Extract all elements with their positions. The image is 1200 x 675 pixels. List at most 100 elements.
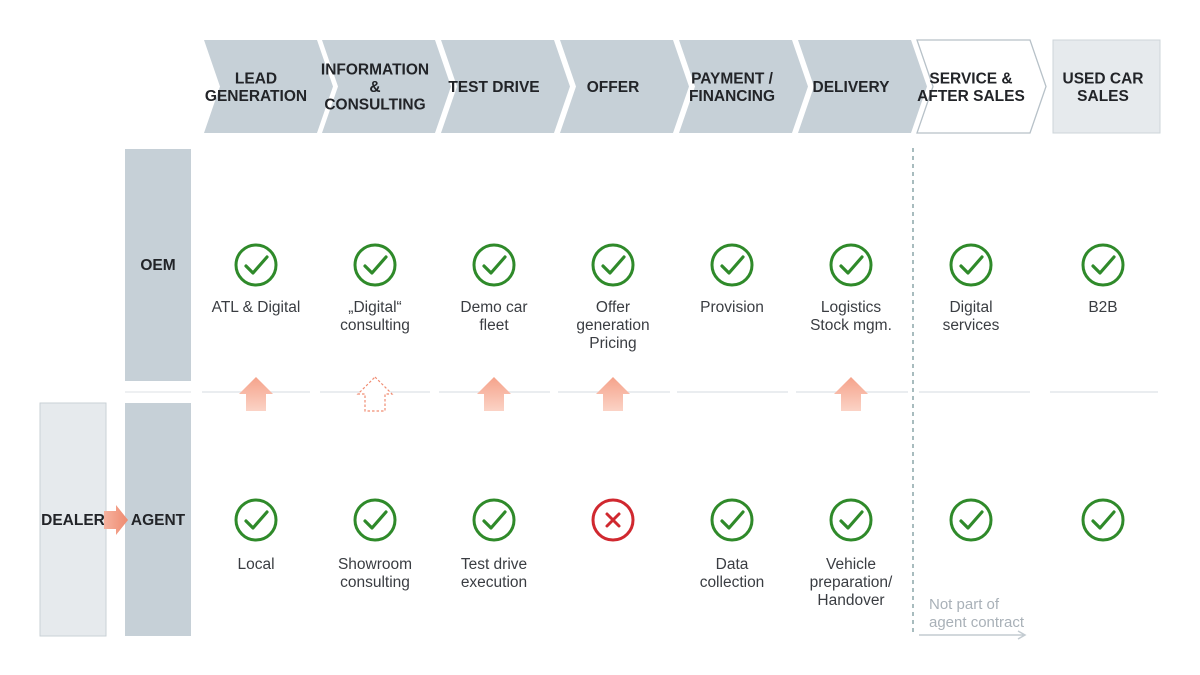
dealer-to-agent-arrow (104, 505, 128, 535)
row-label-agent: AGENT (131, 512, 186, 529)
stage-info: INFORMATION&CONSULTING (321, 40, 451, 133)
transfer-arrows (239, 376, 868, 412)
check-mark-icon (601, 255, 626, 275)
stage-shape (204, 40, 333, 133)
check-mark-icon (839, 510, 864, 530)
stage-title-offer: OFFER (587, 79, 640, 96)
stage-shape (679, 40, 808, 133)
oem-cell-label: Offer (596, 299, 630, 316)
transfer-arrow (239, 377, 273, 411)
agent-cell-label: Local (237, 556, 274, 573)
transfer-arrow (834, 377, 868, 411)
stage-title-service: AFTER SALES (917, 88, 1025, 105)
check-mark-icon (363, 510, 388, 530)
check-circle-icon (710, 243, 754, 287)
stage-shape (1052, 39, 1161, 134)
oem-cell-label: generation (576, 317, 649, 334)
agent-cell-label: execution (461, 574, 527, 591)
oem-cell-label: Logistics (821, 299, 882, 316)
agent-cell-label: Showroom (338, 556, 412, 573)
transfer-arrow-outline (356, 376, 394, 412)
check-circle-icon (234, 243, 278, 287)
check-mark-icon (482, 510, 507, 530)
stage-title-payment: FINANCING (689, 88, 775, 105)
stage-title-payment: PAYMENT / (691, 70, 774, 87)
check-circle-icon (949, 243, 993, 287)
oem-cell-label: Demo car (460, 299, 527, 316)
check-mark-icon (1091, 255, 1116, 275)
agent-cell-offer (591, 498, 635, 542)
agent-cell-label: consulting (340, 574, 410, 591)
stage-shape (441, 40, 570, 133)
cross-circle-icon (591, 498, 635, 542)
check-circle-icon (472, 498, 516, 542)
check-circle-icon (353, 498, 397, 542)
check-mark-icon (959, 255, 984, 275)
row-label-dealer: DEALER (41, 512, 105, 529)
stage-offer: OFFER (560, 40, 689, 133)
check-mark-icon (959, 510, 984, 530)
oem-cell-label: B2B (1088, 299, 1117, 316)
agent-cell-label: preparation/ (810, 574, 893, 591)
oem-cell-info: „Digital“consulting (340, 243, 410, 334)
check-circle-icon (710, 498, 754, 542)
agent-row-box (125, 403, 191, 636)
check-circle-icon (829, 243, 873, 287)
oem-cell-label: services (943, 317, 1000, 334)
agent-cell-label: Test drive (461, 556, 527, 573)
check-mark-icon (244, 255, 269, 275)
note-line-2: agent contract (929, 614, 1025, 631)
check-mark-icon (363, 255, 388, 275)
stage-title-lead: LEAD (235, 70, 277, 87)
check-circle-icon (353, 243, 397, 287)
stage-title-info: CONSULTING (324, 97, 425, 114)
check-circle-icon (1081, 498, 1125, 542)
stage-header-row: LEADGENERATIONINFORMATION&CONSULTINGTEST… (204, 39, 1161, 134)
oem-cell-label: Digital (949, 299, 992, 316)
check-mark-icon (839, 255, 864, 275)
check-circle-icon (1081, 243, 1125, 287)
stage-title-delivery: DELIVERY (813, 79, 891, 96)
agent-cell-lead: Local (234, 498, 278, 573)
dealer-row-box (39, 402, 107, 637)
stage-title-service: SERVICE & (929, 70, 1012, 87)
oem-cell-label: Provision (700, 299, 764, 316)
stage-title-info: & (369, 79, 380, 96)
oem-row-box (125, 149, 191, 381)
stage-shape (916, 39, 1047, 134)
check-circle-icon (949, 498, 993, 542)
agent-cell-label: Vehicle (826, 556, 876, 573)
stage-test: TEST DRIVE (441, 40, 570, 133)
check-mark-icon (244, 510, 269, 530)
stage-shape (322, 40, 451, 133)
check-mark-icon (720, 510, 745, 530)
check-circle-icon (829, 498, 873, 542)
check-circle-icon (472, 243, 516, 287)
agent-cell-label: collection (700, 574, 765, 591)
stage-shape (798, 40, 927, 133)
oem-cell-used: B2B (1081, 243, 1125, 316)
stage-title-used: USED CAR (1063, 70, 1144, 87)
oem-cell-label: consulting (340, 317, 410, 334)
transfer-arrow (596, 377, 630, 411)
row-label-oem: OEM (140, 257, 175, 274)
oem-cell-lead: ATL & Digital (212, 243, 301, 316)
oem-cell-label: ATL & Digital (212, 299, 301, 316)
transfer-arrow (477, 377, 511, 411)
oem-cell-payment: Provision (700, 243, 764, 316)
agent-cell-label: Data (716, 556, 749, 573)
cross-mark-icon (605, 512, 621, 528)
oem-cell-label: fleet (479, 317, 509, 334)
agent-cell-used (1081, 498, 1125, 542)
stage-service: SERVICE &AFTER SALES (916, 39, 1047, 134)
check-mark-icon (720, 255, 745, 275)
